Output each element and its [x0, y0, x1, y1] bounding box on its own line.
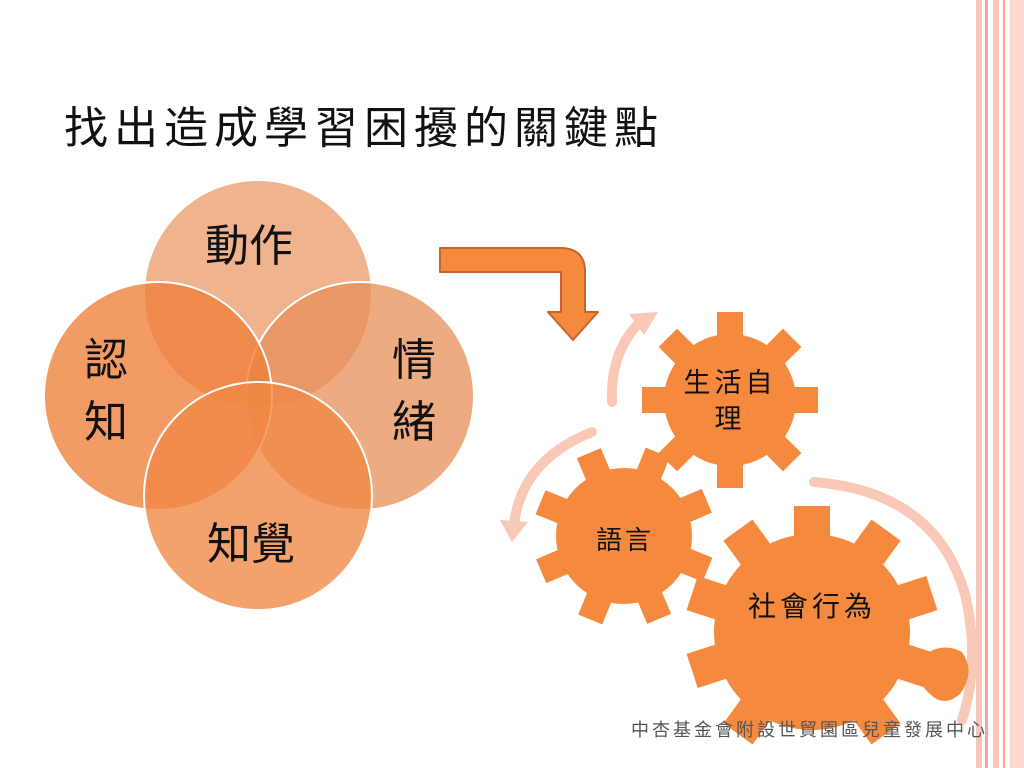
arrow-head-top [629, 312, 658, 335]
venn-label-right: 情緒 [392, 335, 436, 448]
gear-self-care [642, 312, 818, 488]
footer-organization: 中杏基金會附設世貿園區兒童發展中心 [631, 720, 988, 741]
decorative-stripe [993, 0, 999, 768]
decorative-stripe [985, 0, 988, 768]
arc-end-blob [917, 647, 969, 701]
decorative-stripe [1010, 0, 1024, 768]
gear-social-behavior [686, 506, 938, 745]
decorative-stripe [976, 0, 982, 768]
cycle-arc-top [606, 317, 645, 407]
cycle-arc-right [809, 477, 978, 725]
arrow-head-left [500, 520, 528, 542]
venn-label-left: 認知 [84, 335, 128, 448]
gear-label-language: 語言 [595, 526, 654, 556]
venn-circle-bottom [143, 381, 373, 611]
cycle-arc-left [509, 427, 597, 529]
slide-title: 找出造成學習困擾的關鍵點 [64, 103, 664, 154]
decorative-stripe [1003, 0, 1005, 768]
venn-label-bottom: 知覺 [207, 519, 295, 570]
venn-label-top: 動作 [205, 221, 293, 272]
gear-label-self-care: 生活自理 [683, 368, 777, 435]
gear-language [535, 447, 713, 625]
gear-label-social-behavior: 社會行為 [748, 590, 877, 623]
